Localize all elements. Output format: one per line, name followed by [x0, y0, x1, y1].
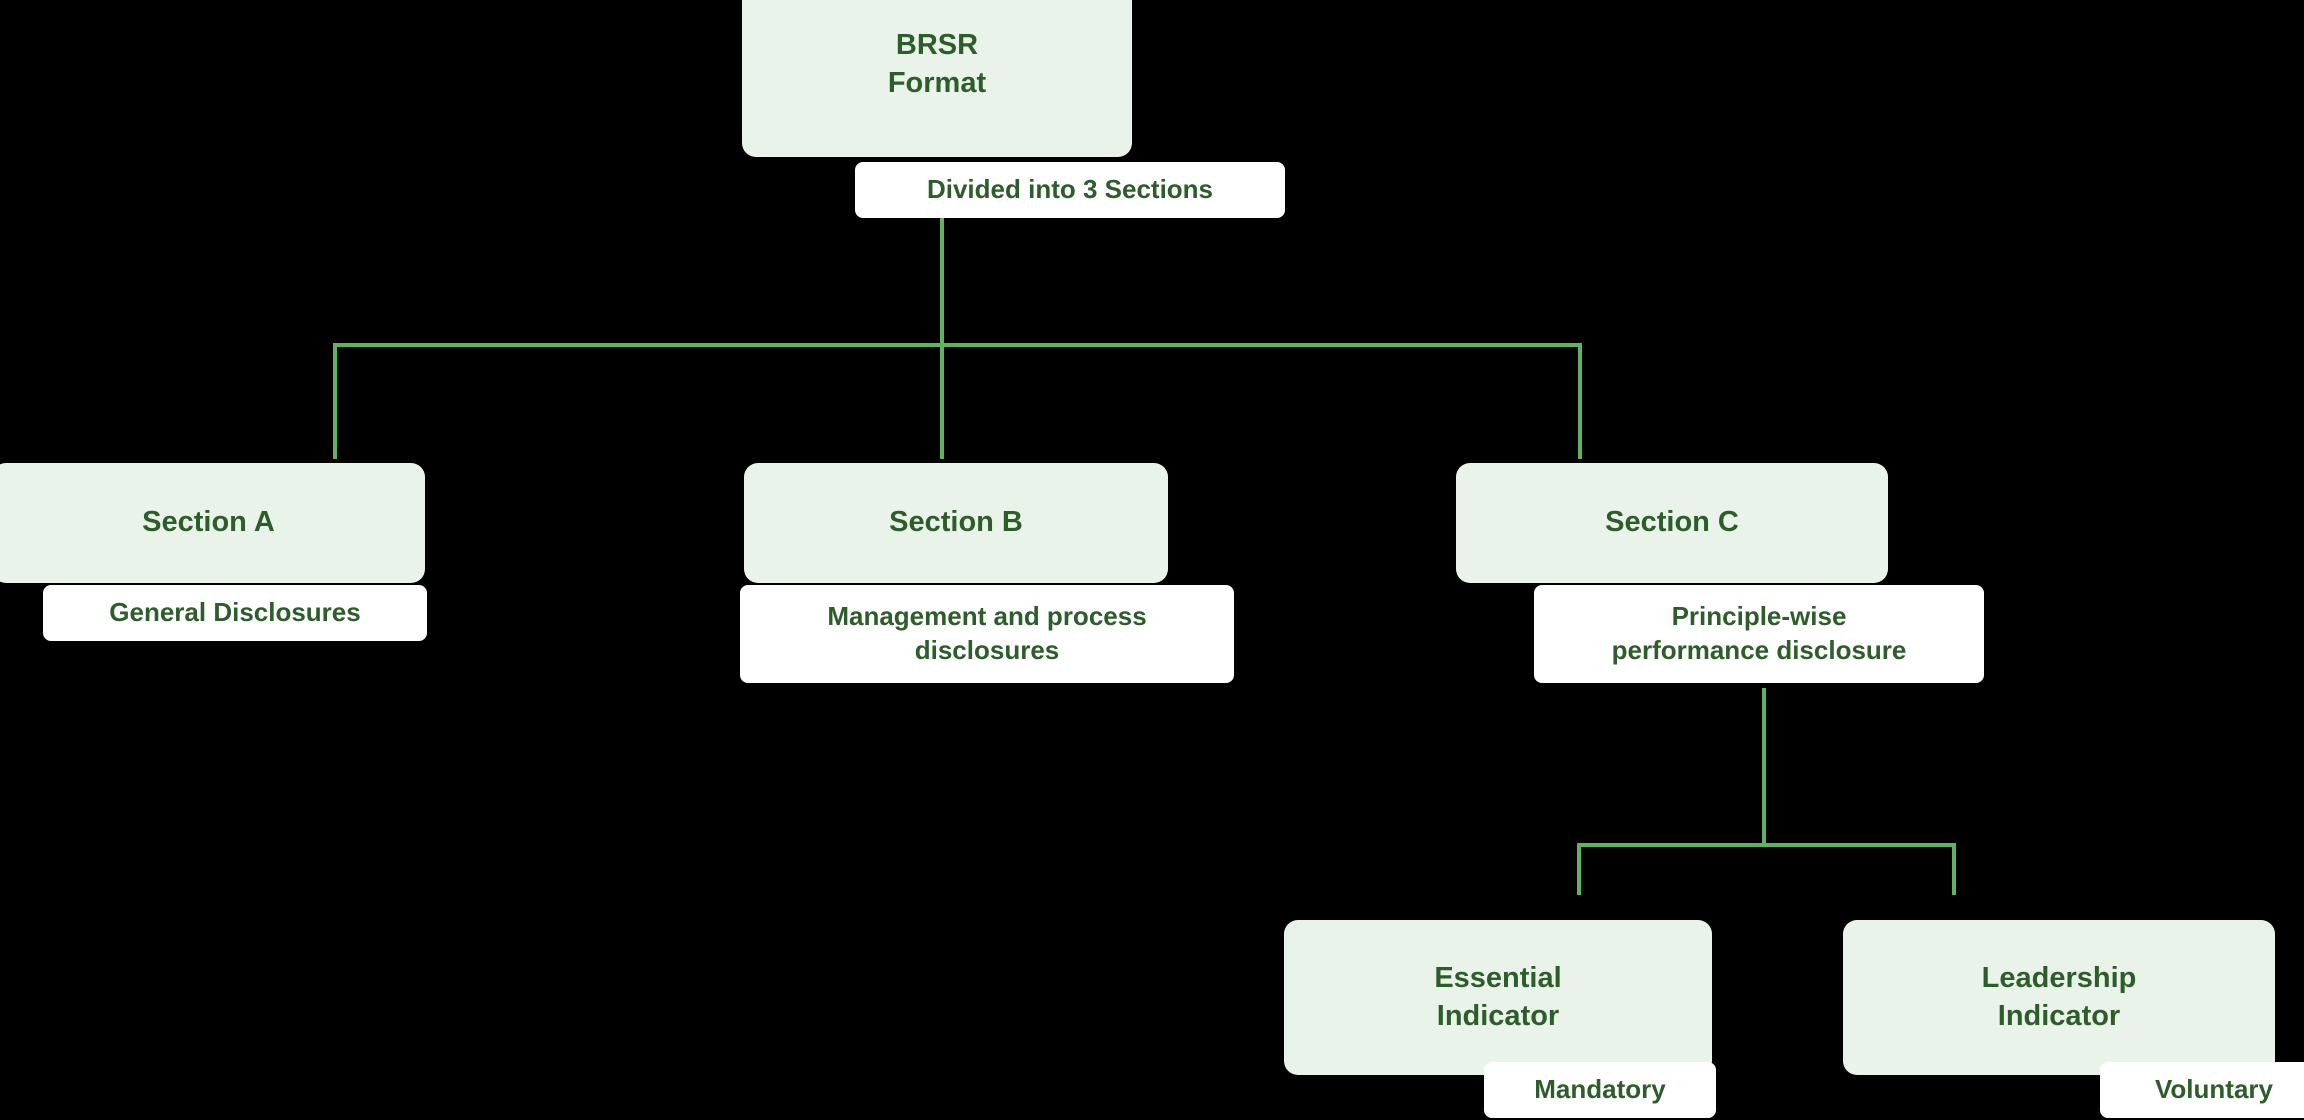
chip-mandatory: Mandatory: [1484, 1062, 1716, 1118]
node-section-c[interactable]: Section C: [1456, 463, 1888, 583]
chip-principle-wise-performance-disclosure: Principle-wise performance disclosure: [1534, 585, 1984, 683]
connector-drop-section-c: [1578, 343, 1582, 459]
node-leadership-indicator-line2: Indicator: [1997, 999, 2121, 1032]
connector-drop-section-b: [940, 343, 944, 459]
node-brsr-format-line2: Format: [887, 66, 987, 99]
connector-section-c-stem: [1762, 688, 1766, 847]
node-section-a[interactable]: Section A: [0, 463, 425, 583]
connector-level2-bus: [1577, 843, 1956, 847]
connector-root-stem: [940, 218, 944, 346]
node-essential-indicator-line2: Indicator: [1436, 999, 1560, 1032]
chip-divided-into-3-sections: Divided into 3 Sections: [855, 162, 1285, 218]
chip-general-disclosures: General Disclosures: [43, 585, 427, 641]
node-brsr-format[interactable]: BRSR Format: [742, 0, 1132, 157]
connector-drop-section-a: [333, 343, 337, 459]
chip-section-b-line1: Management and process: [827, 601, 1147, 632]
chip-section-b-line2: disclosures: [914, 635, 1060, 665]
node-brsr-format-line1: BRSR: [895, 29, 979, 62]
connector-drop-leadership: [1952, 843, 1956, 895]
connector-level1-bus: [333, 343, 1582, 347]
node-essential-indicator-line1: Essential: [1434, 962, 1562, 995]
chip-section-c-line2: performance disclosure: [1611, 635, 1907, 665]
node-section-b[interactable]: Section B: [744, 463, 1168, 583]
node-leadership-indicator[interactable]: Leadership Indicator: [1843, 920, 2275, 1075]
node-leadership-indicator-line1: Leadership: [1981, 962, 2137, 995]
node-essential-indicator[interactable]: Essential Indicator: [1284, 920, 1712, 1075]
chip-section-c-line1: Principle-wise: [1671, 601, 1847, 632]
connector-drop-essential: [1577, 843, 1581, 895]
chip-voluntary: Voluntary: [2100, 1062, 2304, 1118]
chip-management-process-disclosures: Management and process disclosures: [740, 585, 1234, 683]
